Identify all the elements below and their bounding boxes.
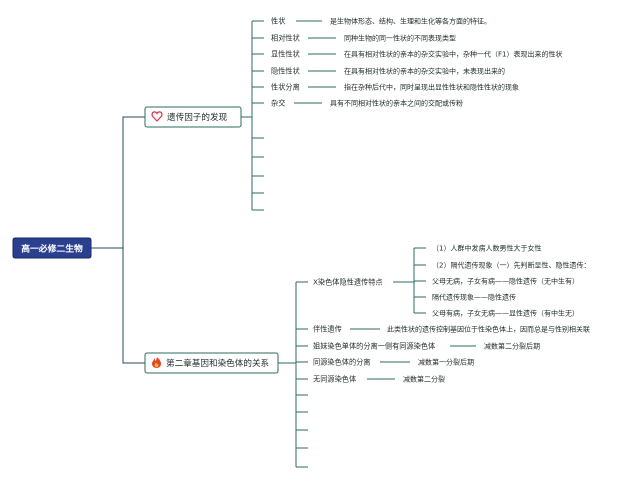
item-term: 杂交: [271, 99, 285, 108]
root-to-branch-2-connector: [122, 248, 145, 364]
item-term: 隐性性状: [271, 67, 300, 76]
x-linked-point-1: （1）人群中发病人数男性大于女性: [432, 244, 541, 253]
x-linked-point-3: 父母无病，子女有病——隐性遗传（无中生有）: [432, 277, 579, 286]
item-desc: 在具有相对性状的亲本的杂交实验中，杂种一代（F1）表现出来的性状: [344, 50, 562, 59]
branch-2-item-sex-linked[interactable]: 伴性遗传 此类性状的遗传控制基因位于性染色体上，因而总是与性别相关联: [313, 325, 590, 334]
item-desc: 减数第二分裂后期: [484, 342, 540, 351]
branch-1-item-hybrid[interactable]: 杂交 具有不同相对性状的亲本之间的交配或传粉: [271, 99, 463, 108]
branch-label: 第二章基因和染色体的关系: [166, 357, 270, 369]
item-desc: 是生物体形态、结构、生理和生化等各方面的特征。: [330, 17, 491, 26]
branch-1-item-relative-traits[interactable]: 相对性状 同种生物的同一性状的不同表现类型: [271, 34, 456, 43]
branch-2-item-sister-chromatids[interactable]: 姐妹染色单体的分离一侧有同源染色体 减数第二分裂后期: [313, 342, 540, 351]
item-desc: 减数第一分裂后期: [418, 358, 474, 367]
x-linked-point-4: 隔代遗传现象——隐性遗传: [432, 293, 516, 302]
item-desc: 在具有相对性状的亲本的杂交实验中，未表现出来的: [344, 67, 505, 76]
item-desc: 同种生物的同一性状的不同表现类型: [344, 34, 456, 43]
item-desc: 指在杂种后代中，同时呈现出显性性状和隐性性状的现象: [344, 83, 519, 92]
branch-1-item-dominant[interactable]: 显性性状 在具有相对性状的亲本的杂交实验中，杂种一代（F1）表现出来的性状: [271, 50, 562, 59]
item-term: 性状分离: [271, 83, 300, 92]
item-term: 同源染色体的分离: [313, 358, 371, 367]
root-node[interactable]: 高一必修二生物: [12, 237, 92, 259]
branch-label: 遗传因子的发现: [167, 111, 228, 123]
item-term: 相对性状: [271, 34, 300, 43]
x-linked-point-2: （2）隔代遗传现象（一）先判断显性、隐性遗传：: [432, 261, 590, 270]
item-term: 性状: [271, 17, 285, 26]
item-desc: 减数第二分裂: [403, 375, 445, 384]
branch-genes-chromosomes[interactable]: 第二章基因和染色体的关系: [144, 352, 279, 374]
heart-icon: [151, 111, 163, 122]
root-to-branch-1-connector: [91, 116, 145, 249]
branch-1-item-recessive[interactable]: 隐性性状 在具有相对性状的亲本的杂交实验中，未表现出来的: [271, 67, 505, 76]
branch-1-item-traits[interactable]: 性状 是生物体形态、结构、生理和生化等各方面的特征。: [271, 17, 491, 26]
item-term: 伴性遗传: [313, 325, 342, 334]
branch-2-item-no-homologous[interactable]: 无同源染色体 减数第二分裂: [313, 375, 445, 384]
branch-2-group-x-linked[interactable]: X染色体隐性遗传特点: [313, 247, 426, 314]
branch-1-item-segregation[interactable]: 性状分离 指在杂种后代中，同时呈现出显性性状和隐性性状的现象: [271, 83, 519, 92]
item-desc: 具有不同相对性状的亲本之间的交配或传粉: [330, 99, 463, 108]
branch-genetic-factors[interactable]: 遗传因子的发现: [144, 106, 242, 128]
item-desc: 此类性状的遗传控制基因位于性染色体上，因而总是与性别相关联: [387, 325, 590, 334]
item-term: 姐妹染色单体的分离一侧有同源染色体: [313, 342, 435, 351]
x-linked-point-5: 父母有病，子女无病——显性遗传（有中生无）: [432, 309, 579, 318]
root-label: 高一必修二生物: [21, 243, 83, 255]
item-term: 无同源染色体: [313, 375, 356, 384]
branch-2-ticks: [296, 281, 308, 468]
branch-2-item-homologous-separation[interactable]: 同源染色体的分离 减数第一分裂后期: [313, 358, 474, 367]
fire-icon: [152, 357, 161, 368]
branch-1-ticks: [252, 20, 264, 211]
item-term: 显性性状: [271, 50, 300, 59]
group-label: X染色体隐性遗传特点: [313, 278, 383, 287]
